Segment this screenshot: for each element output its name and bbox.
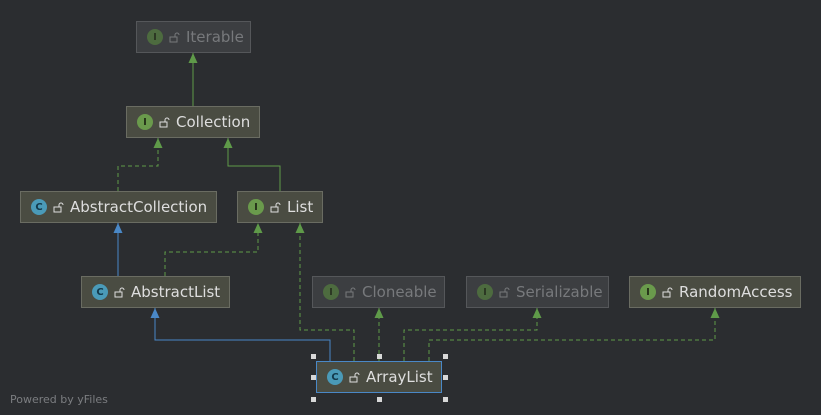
- node-arraylist[interactable]: C ArrayList: [316, 361, 442, 393]
- edge-arraylist-to-serializable: [403, 308, 542, 361]
- public-lock-icon: [53, 202, 64, 212]
- node-label: Collection: [176, 113, 251, 131]
- node-abstractlist[interactable]: C AbstractList: [81, 276, 230, 308]
- node-serializable[interactable]: I Serializable: [466, 276, 609, 308]
- node-label: Iterable: [186, 28, 244, 46]
- public-lock-icon: [662, 287, 673, 297]
- node-label: ArrayList: [366, 368, 433, 386]
- arrowhead: [153, 138, 163, 148]
- resize-handle[interactable]: [377, 354, 382, 359]
- public-lock-icon: [345, 287, 356, 297]
- class-icon: C: [327, 369, 343, 385]
- resize-handle[interactable]: [377, 397, 382, 402]
- public-lock-icon: [169, 32, 180, 42]
- node-cloneable[interactable]: I Cloneable: [312, 276, 445, 308]
- interface-icon: I: [640, 284, 656, 300]
- node-label: Cloneable: [362, 283, 437, 301]
- node-label: AbstractList: [131, 283, 221, 301]
- interface-icon: I: [248, 199, 264, 215]
- resize-handle[interactable]: [311, 375, 316, 380]
- interface-icon: I: [477, 284, 493, 300]
- public-lock-icon: [114, 287, 125, 297]
- node-randomaccess[interactable]: I RandomAccess: [629, 276, 801, 308]
- arrowhead: [374, 308, 384, 318]
- edge-list-to-collection: [223, 138, 281, 191]
- node-label: AbstractCollection: [70, 198, 208, 216]
- edge-arraylist-to-list: [295, 223, 355, 361]
- node-list[interactable]: I List: [237, 191, 323, 223]
- node-label: Serializable: [516, 283, 603, 301]
- resize-handle[interactable]: [443, 397, 448, 402]
- arrowhead: [150, 308, 160, 318]
- public-lock-icon: [349, 372, 360, 382]
- arrowhead: [295, 223, 305, 233]
- arrowhead: [188, 53, 198, 63]
- node-iterable[interactable]: I Iterable: [136, 21, 251, 53]
- arrowhead: [113, 223, 123, 233]
- public-lock-icon: [270, 202, 281, 212]
- interface-icon: I: [323, 284, 339, 300]
- resize-handle[interactable]: [311, 354, 316, 359]
- node-abstractcollection[interactable]: C AbstractCollection: [20, 191, 217, 223]
- arrowhead: [532, 308, 542, 318]
- edge-abstractlist-to-list: [164, 223, 263, 276]
- resize-handle[interactable]: [443, 354, 448, 359]
- node-collection[interactable]: I Collection: [126, 106, 260, 138]
- edge-abstractlist-to-abstractcollection: [113, 223, 123, 276]
- edge-arraylist-to-abstractlist: [150, 308, 331, 361]
- edge-arraylist-to-cloneable: [374, 308, 384, 361]
- node-label: RandomAccess: [679, 283, 793, 301]
- powered-by-label: Powered by yFiles: [10, 393, 108, 406]
- arrowhead: [710, 308, 720, 318]
- public-lock-icon: [499, 287, 510, 297]
- class-icon: C: [31, 199, 47, 215]
- interface-icon: I: [137, 114, 153, 130]
- resize-handle[interactable]: [443, 375, 448, 380]
- interface-icon: I: [147, 29, 163, 45]
- class-icon: C: [92, 284, 108, 300]
- node-label: List: [287, 198, 314, 216]
- edge-arraylist-to-randomaccess: [428, 308, 720, 361]
- resize-handle[interactable]: [311, 397, 316, 402]
- edge-abstractcollection-to-collection: [117, 138, 163, 191]
- arrowhead: [223, 138, 233, 148]
- edge-collection-to-iterable: [188, 53, 198, 106]
- public-lock-icon: [159, 117, 170, 127]
- arrowhead: [253, 223, 263, 233]
